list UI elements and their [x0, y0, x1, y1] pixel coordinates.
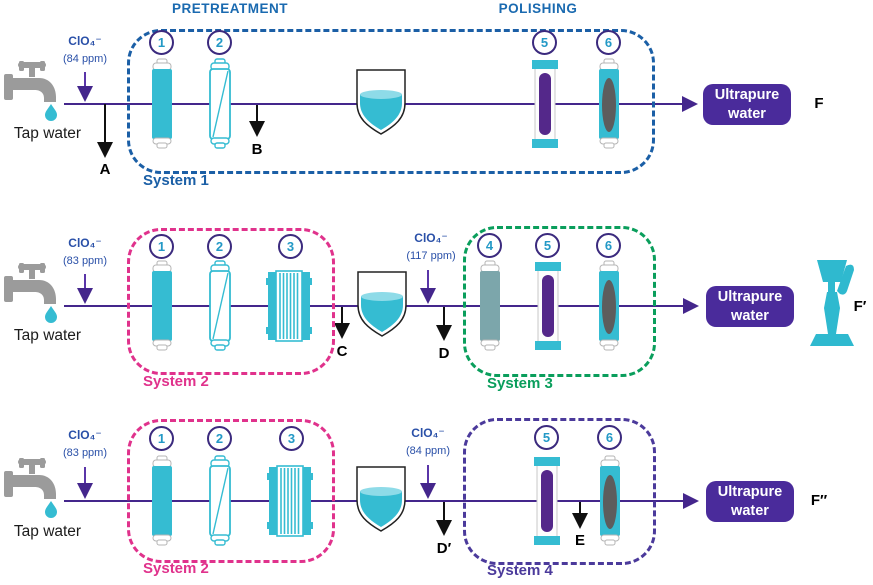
clo4-mid-label-row2: ClO₄⁻: [414, 231, 448, 245]
tap-faucet-icon-row1: [4, 61, 57, 121]
component-1-number-row1: 1: [149, 30, 174, 55]
component-5-number-row1: 5: [532, 30, 557, 55]
component-5-number-row2: 5: [535, 233, 560, 258]
system3-label: System 3: [487, 375, 553, 392]
sample-d-label: D: [438, 345, 450, 362]
component-3-number-row2: 3: [278, 234, 303, 259]
component-1-number-row3: 1: [149, 426, 174, 451]
sample-e-label: E: [574, 532, 585, 549]
row3-flow: [4, 455, 699, 546]
ultrapure-water-box-row2: Ultrapure water: [706, 286, 794, 327]
clo4-label-row3: ClO₄⁻: [68, 428, 102, 442]
component-6-number-row3: 6: [597, 425, 622, 450]
component-2-number-row1: 2: [207, 30, 232, 55]
sample-f-label: F: [814, 95, 824, 112]
ultrapure-water-box-row1: Ultrapure water: [703, 84, 791, 125]
reservoir-tank-row2: [357, 271, 407, 337]
tap-water-label-row2: Tap water: [13, 327, 82, 344]
sample-fdoubleprime-label: F″: [810, 492, 828, 509]
sample-dprime-label: D′: [436, 540, 452, 557]
polishing-label: POLISHING: [498, 1, 578, 16]
ppm-mid-label-row2: (117 ppm): [406, 250, 456, 262]
row2-flow: [4, 260, 854, 351]
clo4-label-row1: ClO₄⁻: [68, 34, 102, 48]
system1-label: System 1: [143, 172, 209, 189]
sample-a-label: A: [99, 161, 111, 178]
component-4-number-row2: 4: [477, 233, 502, 258]
system4-label: System 4: [487, 562, 553, 579]
component-3-number-row3: 3: [279, 426, 304, 451]
system1-box: [127, 29, 655, 174]
ppm-label-row3: (83 ppm): [62, 447, 108, 459]
ppm-mid-label-row3: (84 ppm): [405, 445, 451, 457]
sample-c-label: C: [336, 343, 348, 360]
sample-b-label: B: [251, 141, 263, 158]
tap-faucet-icon-row3: [4, 458, 57, 518]
sample-fprime-label: F′: [853, 298, 867, 315]
reservoir-tank-row3: [356, 466, 406, 532]
component-2-number-row3: 2: [207, 426, 232, 451]
component-1-number-row2: 1: [149, 234, 174, 259]
tap-water-label-row1: Tap water: [13, 125, 82, 142]
clo4-label-row2: ClO₄⁻: [68, 236, 102, 250]
tap-faucet-icon-row2: [4, 263, 57, 323]
ppm-label-row2: (83 ppm): [62, 255, 108, 267]
system4-box: [463, 418, 656, 565]
system2-box-row2: [127, 228, 335, 375]
clo4-mid-label-row3: ClO₄⁻: [411, 426, 445, 440]
component-6-number-row2: 6: [596, 233, 621, 258]
ultrapure-water-box-row3: Ultrapure water: [706, 481, 794, 522]
system2-box-row3: [127, 419, 335, 563]
system3-box: [463, 226, 656, 377]
component-2-number-row2: 2: [207, 234, 232, 259]
ppm-label-row1: (84 ppm): [62, 53, 108, 65]
tap-water-label-row3: Tap water: [13, 523, 82, 540]
component-6-number-row1: 6: [596, 30, 621, 55]
system2-label-row3: System 2: [143, 560, 209, 577]
row1-flow: [4, 58, 698, 158]
component-5-number-row3: 5: [534, 425, 559, 450]
system2-label-row2: System 2: [143, 373, 209, 390]
pretreatment-label: PRETREATMENT: [172, 1, 288, 16]
